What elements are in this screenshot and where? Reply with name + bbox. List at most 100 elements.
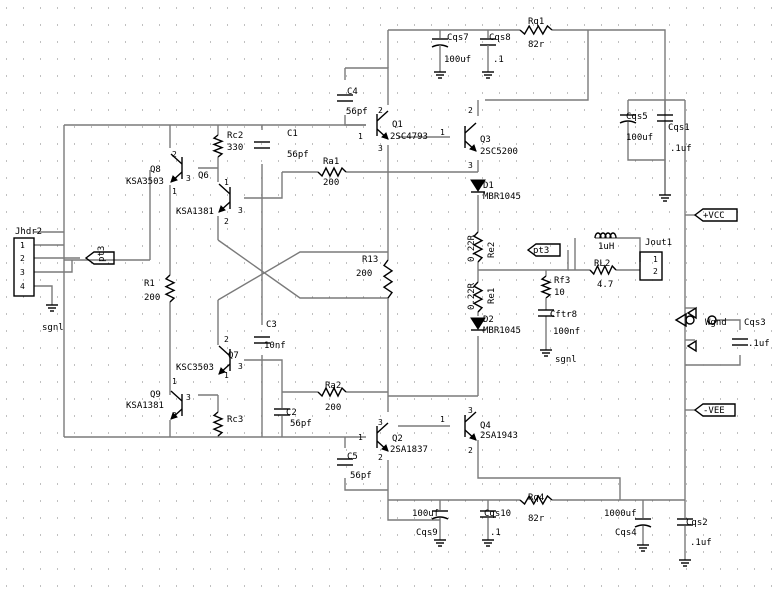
cftr8-ref: Cftr8 <box>550 310 577 320</box>
jout1-pin-2: 2 <box>653 267 658 276</box>
c1-ref: C1 <box>287 129 298 139</box>
r1-resistor <box>164 274 176 303</box>
ra2-ref: Ra2 <box>325 381 341 391</box>
cqs8-value: .1 <box>493 55 504 65</box>
q9-pin-1: 1 <box>172 377 177 386</box>
cqs8-ground <box>482 71 494 79</box>
jhdr2-pin-3: 3 <box>20 268 25 277</box>
cqs9-ground <box>434 539 446 547</box>
hv-minus-marker <box>686 339 697 353</box>
q8-transistor-arrow <box>170 175 178 183</box>
q7-transistor-arrow <box>218 367 226 375</box>
cqs10-capacitor <box>480 510 496 518</box>
q6-transistor-arrow <box>218 205 226 213</box>
jhdr2-body <box>13 237 35 297</box>
cqs9-value: 100uf <box>412 509 439 519</box>
cqs9-ref: Cqs9 <box>416 528 438 538</box>
rq1-value: 82r <box>528 40 545 50</box>
labels: Jhdr2 1 2 3 4 sgnl pt3 Cqs7 100uf Cqs8 .… <box>15 17 770 548</box>
q7-part: KSC3503 <box>176 363 214 373</box>
jout1-pin-1: 1 <box>653 255 658 264</box>
inductor-loop <box>609 232 617 239</box>
q4-pin-1: 1 <box>440 415 445 424</box>
q6-transistor-collector <box>218 183 231 195</box>
q2-transistor-arrow <box>381 444 389 452</box>
q6-part: KSA1381 <box>176 207 214 217</box>
cqs10-ref: Cqs10 <box>484 509 511 519</box>
q9-ref: Q9 <box>150 390 161 400</box>
q4-transistor <box>464 411 477 441</box>
cqs2-ref: Cqs2 <box>686 518 708 528</box>
d2-part: MBR1045 <box>483 326 521 336</box>
q2-pin-3: 3 <box>378 418 383 427</box>
q2-transistor-collector <box>376 422 389 434</box>
q7-transistor <box>218 345 231 375</box>
d1-part: MBR1045 <box>483 192 521 202</box>
rl2-resistor <box>589 264 617 276</box>
q2-part: 2SA1837 <box>390 445 428 455</box>
d2-diode-triangle <box>470 317 486 330</box>
cqs1-ground <box>659 194 671 202</box>
q3-ref: Q3 <box>480 135 491 145</box>
q8-transistor-collector <box>170 153 183 165</box>
cqs9-capacitor-plate-b <box>431 516 449 520</box>
c4-value: 56pf <box>346 107 368 117</box>
q3-pin-3: 3 <box>468 161 473 170</box>
q6-ref: Q6 <box>198 171 209 181</box>
cqs7-ground <box>434 71 446 79</box>
rq1-resistor <box>519 24 553 36</box>
r1-value: 200 <box>144 293 160 303</box>
inductor-loop <box>604 232 612 239</box>
c4-capacitor <box>337 94 353 102</box>
cqs1-value: .1uf <box>670 144 692 154</box>
q1-transistor-arrow <box>381 132 389 140</box>
q7-pin-3: 3 <box>238 362 243 371</box>
cqs7-value: 100uf <box>444 55 471 65</box>
q3-transistor-arrow <box>469 144 477 152</box>
jhdr2-pin-1: 1 <box>20 241 25 250</box>
cqs4-ground <box>637 544 649 552</box>
inductor-loop <box>599 232 607 239</box>
rc3-resistor <box>212 411 224 437</box>
c5-ref: C5 <box>347 452 358 462</box>
cqs1-ref: Cqs1 <box>668 123 690 133</box>
rl2-ref: RL2 <box>594 259 610 269</box>
wgnd-terminal <box>685 315 695 325</box>
c5-capacitor <box>337 458 353 466</box>
c5-value: 56pf <box>350 471 372 481</box>
cqs8-ref: Cqs8 <box>489 33 511 43</box>
pt3-port-left: pt3 <box>97 246 107 262</box>
q3-pin-2: 2 <box>468 106 473 115</box>
q9-pin-3: 3 <box>186 393 191 402</box>
rf3-resistor <box>540 275 552 299</box>
cqs2-capacitor <box>677 518 693 526</box>
ra1-ref: Ra1 <box>323 157 339 167</box>
d1-diode <box>470 179 486 193</box>
cqs3-ref: Cqs3 <box>744 318 766 328</box>
wgnd-arrow <box>674 312 687 328</box>
c2-ref: C2 <box>286 408 297 418</box>
jhdr2-pin-4: 4 <box>20 282 25 291</box>
q3-part: 2SC5200 <box>480 147 518 157</box>
q8-pin-1: 1 <box>172 187 177 196</box>
wgnd-label: Wgnd <box>705 318 727 328</box>
q4-ref: Q4 <box>480 421 491 431</box>
cqs5-ref: Cqs5 <box>626 112 648 122</box>
q2-pin-1: 1 <box>358 433 363 442</box>
ra1-value: 200 <box>323 178 339 188</box>
q4-pin-3: 3 <box>468 406 473 415</box>
sgnl-label-cftr: sgnl <box>555 355 577 365</box>
d2-ref: D2 <box>483 315 494 325</box>
inductor-value: 1uH <box>598 242 614 252</box>
q8-part: KSA3503 <box>126 177 164 187</box>
vee-port-shape <box>693 403 736 417</box>
q1-pin-2: 2 <box>378 106 383 115</box>
r1-ref: R1 <box>144 279 155 289</box>
q4-pin-2: 2 <box>468 446 473 455</box>
cqs2-value: .1uf <box>690 538 712 548</box>
vcc-port-shape <box>693 208 738 222</box>
cqs5-value: 100uf <box>626 133 653 143</box>
q8-ref: Q8 <box>150 165 161 175</box>
wires <box>34 29 741 521</box>
q6-pin-2: 2 <box>224 217 229 226</box>
